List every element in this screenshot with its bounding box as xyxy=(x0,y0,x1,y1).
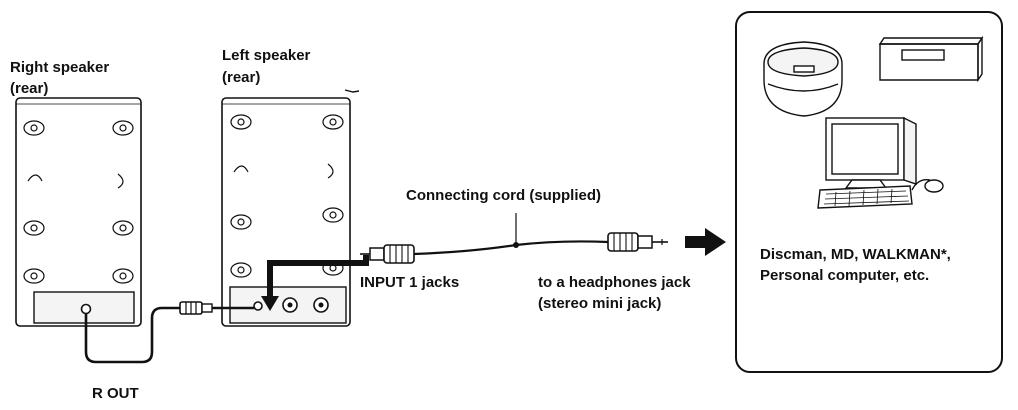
left-speaker-holes xyxy=(230,114,344,278)
right-arrow-icon xyxy=(685,228,726,256)
right-speaker-label: Right speaker xyxy=(10,59,110,76)
connecting-cord-label: Connecting cord (supplied) xyxy=(406,187,601,204)
stereo-mini-jack-label: (stereo mini jack) xyxy=(538,295,662,312)
right-speaker-sub-label: (rear) xyxy=(10,80,49,97)
devices-label-line2: Personal computer, etc. xyxy=(760,267,930,284)
right-speaker xyxy=(15,97,142,327)
left-speaker-sub-label: (rear) xyxy=(222,69,261,86)
md-player-icon xyxy=(878,35,984,83)
r-out-cable xyxy=(84,301,254,364)
personal-computer-icon xyxy=(817,116,944,209)
right-speaker-input-jack xyxy=(80,303,92,315)
left-speaker-label: Left speaker xyxy=(222,47,311,64)
input-jack-arrow xyxy=(261,255,369,311)
connecting-cord xyxy=(360,213,668,264)
cd-player-icon xyxy=(763,41,843,117)
devices-label-line1: Discman, MD, WALKMAN*, xyxy=(760,246,951,263)
left-speaker xyxy=(221,89,360,327)
r-out-jack xyxy=(253,301,263,311)
headphones-jack-label: to a headphones jack xyxy=(538,274,691,291)
right-speaker-holes xyxy=(23,120,134,284)
r-out-label: R OUT xyxy=(92,385,139,402)
input-jacks-label: INPUT 1 jacks xyxy=(360,274,460,291)
